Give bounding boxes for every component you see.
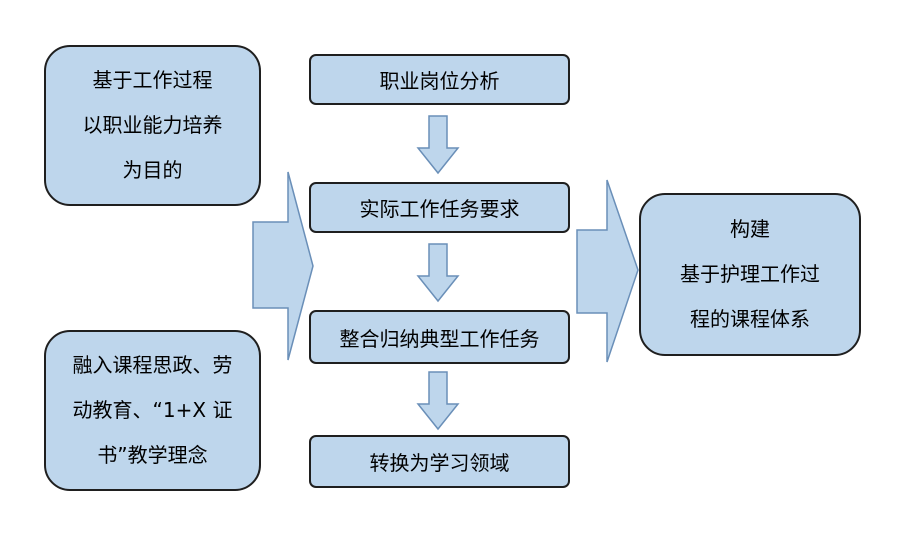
right-box: 构建 基于护理工作过 程的课程体系 bbox=[639, 193, 861, 356]
right-arrow-right bbox=[576, 179, 639, 363]
step-3-box: 整合归纳典型工作任务 bbox=[309, 310, 570, 364]
step-2-box: 实际工作任务要求 bbox=[309, 182, 570, 233]
step-4-box: 转换为学习领域 bbox=[309, 435, 570, 488]
left-top-line-1: 基于工作过程 bbox=[92, 68, 213, 92]
right-line-3: 程的课程体系 bbox=[690, 307, 810, 331]
down-arrow-1 bbox=[416, 115, 460, 175]
left-top-line-3: 为目的 bbox=[122, 158, 183, 182]
right-line-1: 构建 bbox=[730, 217, 770, 241]
step-3-label: 整合归纳典型工作任务 bbox=[339, 326, 540, 351]
step-2-label: 实际工作任务要求 bbox=[359, 197, 520, 221]
step-1-box: 职业岗位分析 bbox=[309, 54, 570, 105]
left-bottom-line-1: 融入课程思政、劳 bbox=[72, 353, 233, 377]
left-top-line-2: 以职业能力培养 bbox=[82, 113, 223, 137]
down-arrow-3 bbox=[416, 371, 460, 431]
left-bottom-line-2: 动教育、“1+X 证 bbox=[72, 398, 233, 422]
step-4-label: 转换为学习领域 bbox=[369, 451, 510, 475]
right-arrow-left bbox=[252, 171, 314, 361]
left-top-box: 基于工作过程 以职业能力培养 为目的 bbox=[44, 45, 261, 206]
right-line-2: 基于护理工作过 bbox=[680, 262, 820, 286]
down-arrow-2 bbox=[416, 243, 460, 303]
step-1-label: 职业岗位分析 bbox=[379, 69, 500, 93]
left-bottom-box: 融入课程思政、劳 动教育、“1+X 证 书”教学理念 bbox=[44, 330, 261, 491]
left-bottom-line-3: 书”教学理念 bbox=[97, 443, 208, 467]
